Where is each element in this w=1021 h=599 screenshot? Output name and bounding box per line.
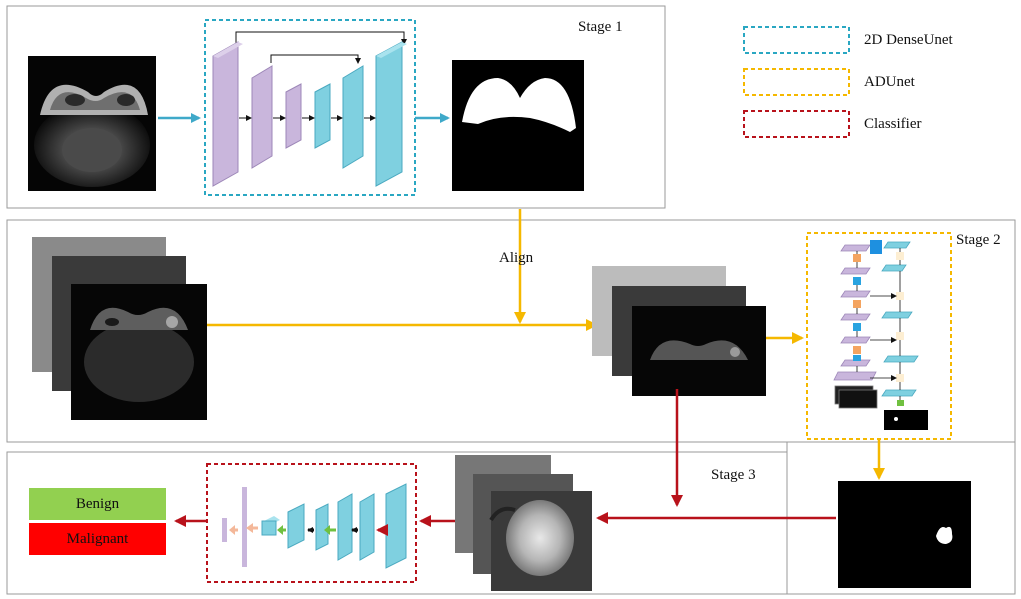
stage1-panel	[6, 5, 666, 209]
benign-label: Benign	[75, 495, 120, 512]
legend-classifier-box	[743, 110, 850, 138]
legend-densenet-box	[743, 26, 850, 54]
stage1-label: Stage 1	[578, 19, 623, 35]
skip-connection-outer	[235, 31, 407, 45]
stage2-aligned-stack	[592, 266, 766, 396]
tumor-mask	[838, 481, 971, 588]
densenet-blocks	[212, 41, 407, 187]
legend-classifier-label: Classifier	[864, 116, 922, 132]
align-label: Align	[499, 250, 534, 266]
classifier-arrows	[229, 523, 388, 536]
stage2-panel	[6, 219, 1016, 443]
adunet-frame	[806, 232, 952, 440]
stage2-label: Stage 2	[956, 232, 1001, 248]
legend-adunet-box	[743, 68, 850, 96]
benign-box-bg	[29, 488, 166, 520]
skip-connection-inner	[270, 54, 361, 64]
classifier-blocks	[222, 483, 407, 569]
adunet-network	[833, 240, 928, 430]
malignant-label: Malignant	[66, 530, 129, 547]
classifier-frame	[206, 463, 417, 583]
tumor-crop-stack	[455, 455, 592, 591]
stage1-breast-mask	[452, 60, 584, 191]
stage1-input-mri	[28, 56, 156, 191]
legend-adunet-label: ADUnet	[864, 74, 915, 90]
legend-densenet-label: 2D DenseUnet	[864, 32, 953, 48]
stage2-input-stack	[32, 237, 207, 420]
densenet-frame	[204, 19, 416, 196]
stage3-label: Stage 3	[711, 467, 756, 483]
malignant-box-bg	[29, 523, 166, 555]
